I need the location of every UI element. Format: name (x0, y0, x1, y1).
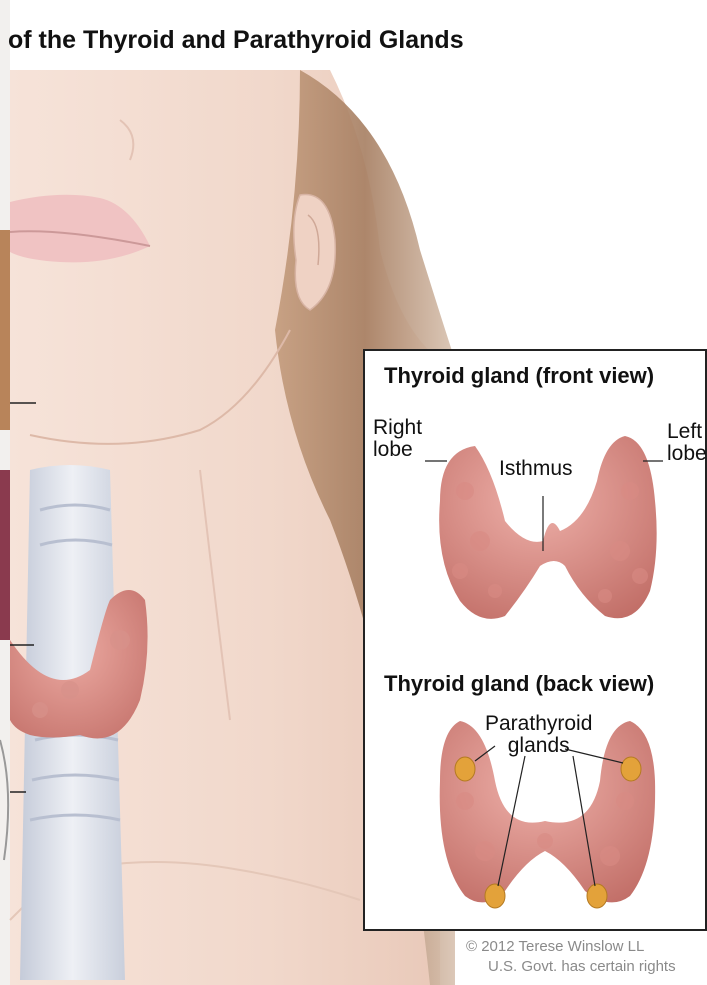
left-lobe-label: Left lobe (667, 421, 707, 465)
figure-title: of the Thyroid and Parathyroid Glands (8, 26, 464, 55)
copyright-line: © 2012 Terese Winslow LL (466, 938, 644, 955)
front-view-heading: Thyroid gland (front view) (384, 363, 654, 389)
thyroid-inset-panel: Thyroid gland (front view) Right lobe Le… (363, 349, 707, 931)
isthmus-label: Isthmus (499, 457, 573, 481)
right-lobe-label: Right lobe (373, 417, 422, 461)
back-view-heading: Thyroid gland (back view) (384, 671, 654, 697)
cropped-photo-edge (0, 0, 10, 985)
rights-line: U.S. Govt. has certain rights (488, 958, 676, 975)
parathyroid-label: Parathyroid glands (485, 713, 592, 757)
